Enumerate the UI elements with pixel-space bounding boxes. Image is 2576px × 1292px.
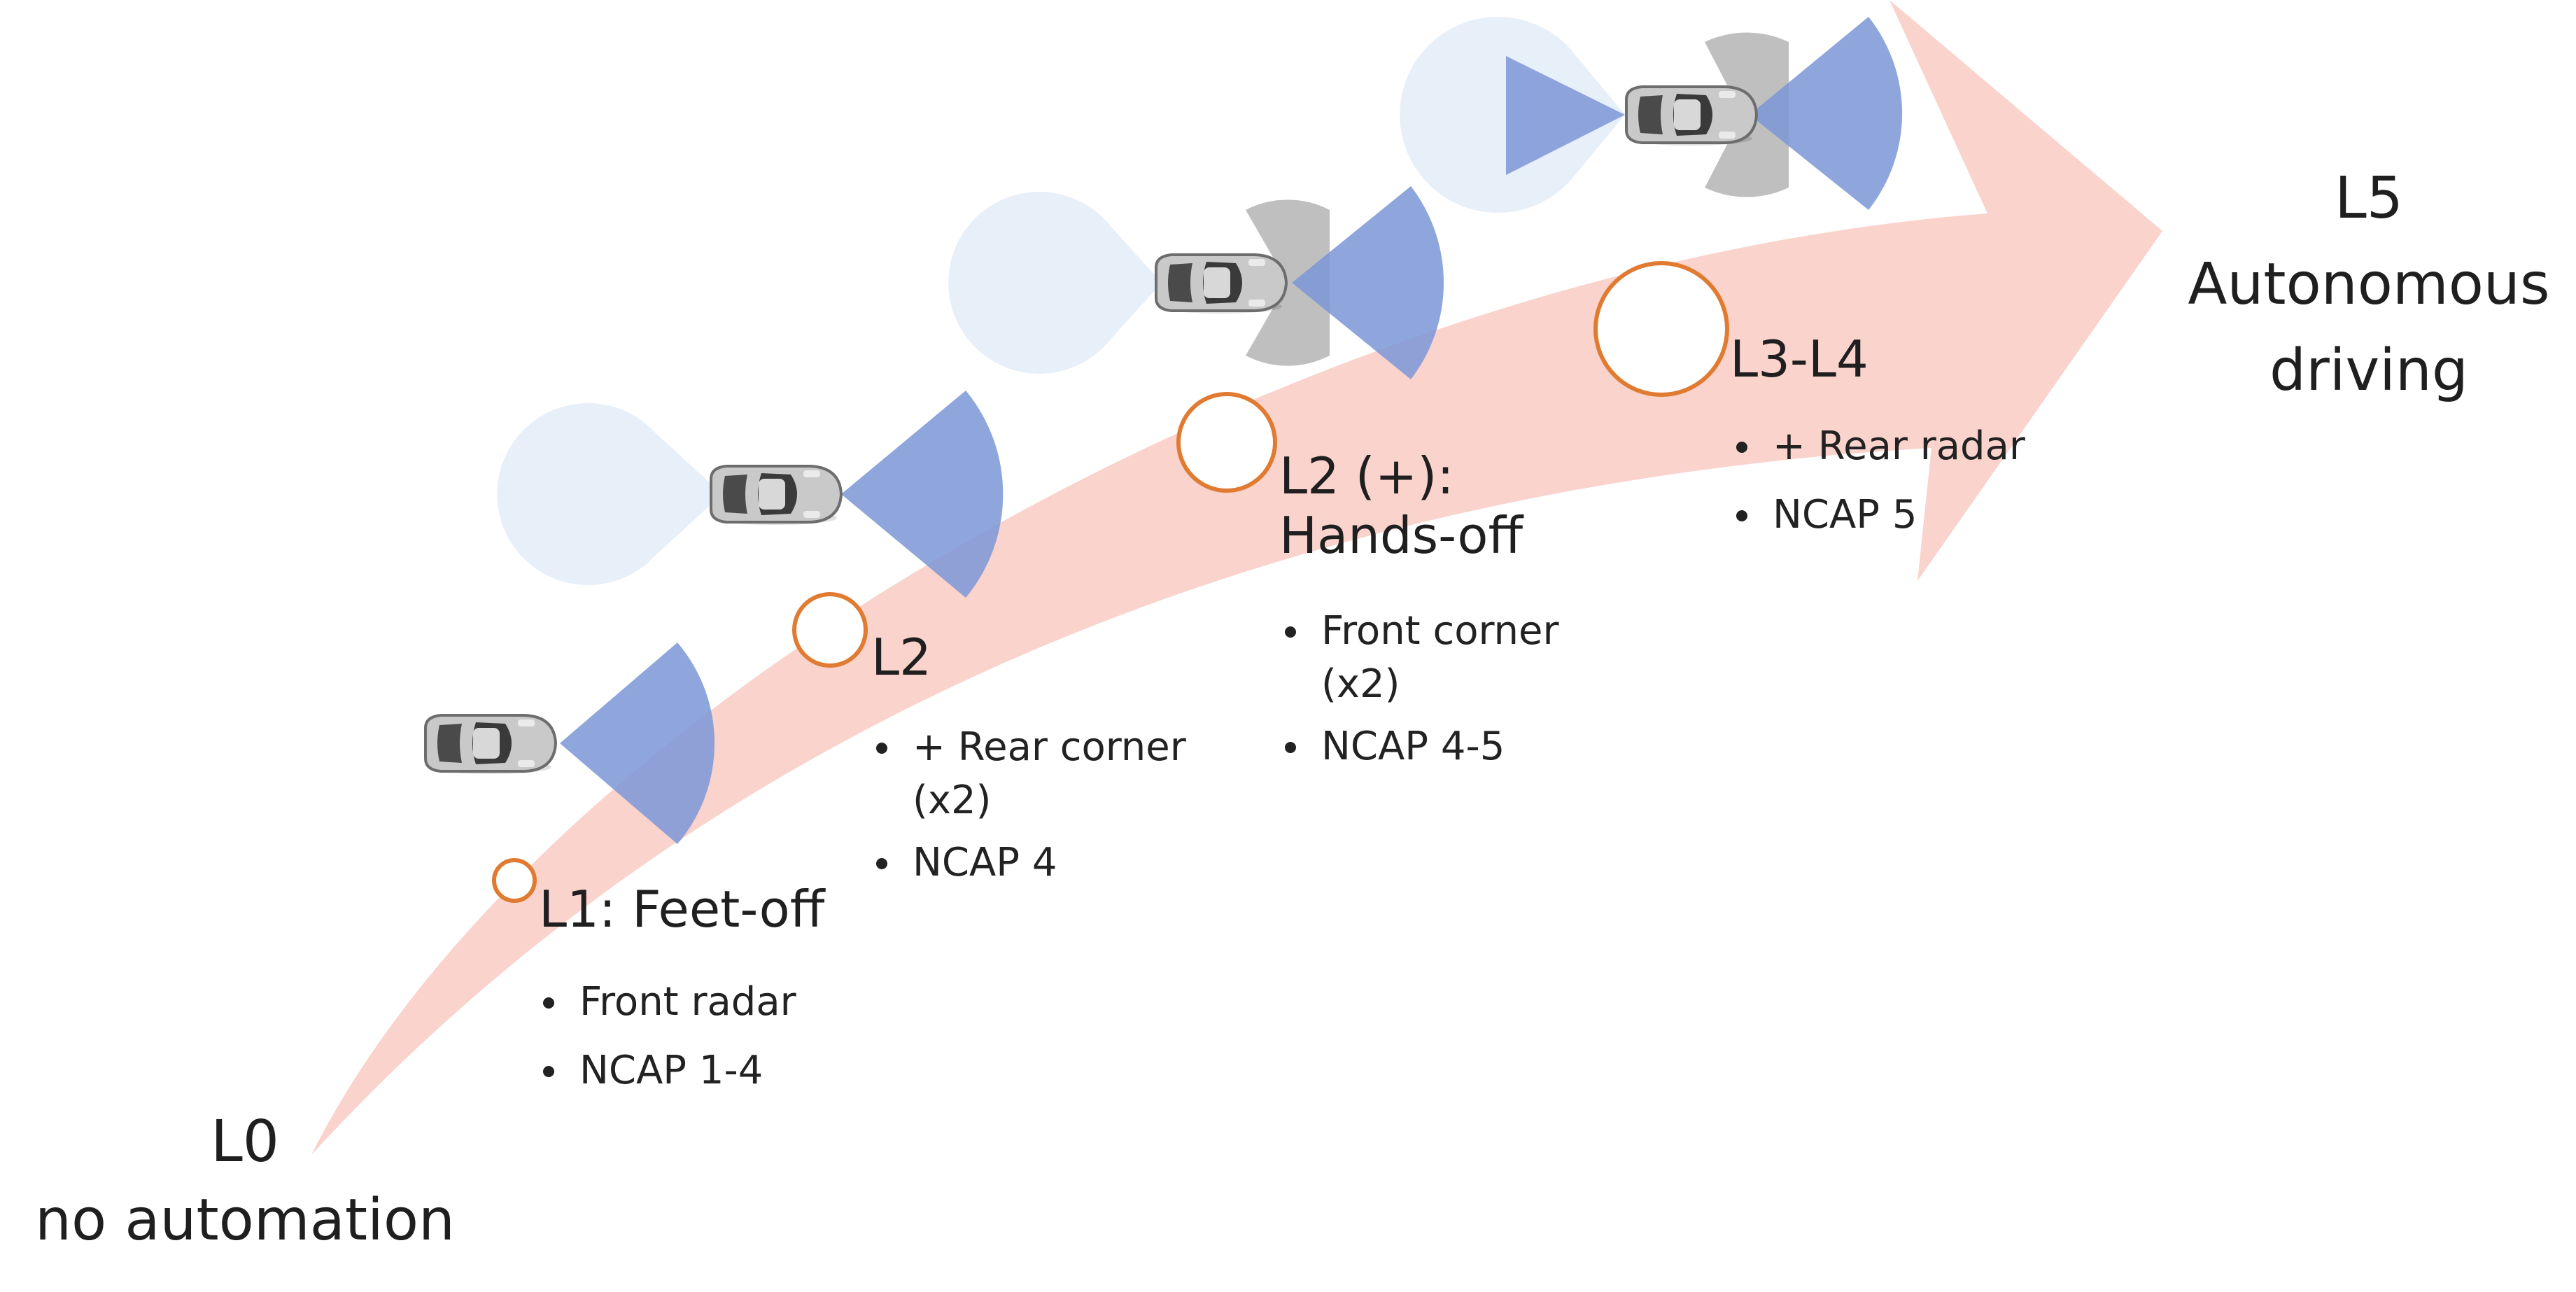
car-icon bbox=[710, 465, 843, 526]
stage-4-bullet: + Rear radar bbox=[1732, 420, 2025, 473]
stage-2-bullet-continued: (x2) bbox=[913, 777, 992, 823]
stage-3-title-line2: Hands-off bbox=[1279, 505, 1523, 565]
stage-1-title: L1: Feet-off bbox=[539, 880, 825, 939]
end-level-line1: Autonomous bbox=[2188, 251, 2550, 318]
maturity-circle-icon bbox=[492, 858, 537, 903]
radar-beam-icon bbox=[1292, 186, 1444, 379]
radar-beam-icon bbox=[1246, 199, 1330, 366]
stage-3-title-line1: L2 (+): bbox=[1279, 447, 1454, 505]
stage-3-bullet-continued: (x2) bbox=[1321, 661, 1400, 707]
stage-4-title: L3-L4 bbox=[1730, 330, 1868, 388]
car-icon bbox=[1155, 253, 1288, 315]
stage-4-bullets: + Rear radar NCAP 5 bbox=[1732, 420, 2025, 556]
end-level-line2: driving bbox=[2269, 337, 2468, 404]
stage-2-title: L2 bbox=[871, 628, 931, 687]
radar-beam-icon bbox=[1750, 17, 1903, 210]
stage-3-bullets: Front corner (x2) NCAP 4-5 bbox=[1281, 605, 1559, 789]
stage-3-bullet: NCAP 4-5 bbox=[1281, 720, 1559, 773]
car-stage-2 bbox=[497, 391, 1004, 598]
stage-2-bullet: + Rear corner bbox=[872, 721, 1186, 774]
stage-3-bullet: Front corner bbox=[1281, 605, 1559, 658]
radar-beam-icon bbox=[497, 403, 722, 585]
stage-2-bullet: NCAP 4 bbox=[872, 836, 1186, 890]
car-stage-1 bbox=[424, 643, 715, 844]
start-level-label: no automation bbox=[35, 1187, 455, 1254]
maturity-circle-icon bbox=[1593, 261, 1729, 397]
car-icon bbox=[424, 714, 557, 775]
car-stage-3 bbox=[948, 186, 1444, 379]
radar-beam-icon bbox=[560, 643, 715, 844]
radar-beam-icon bbox=[841, 391, 1004, 598]
maturity-circle-icon bbox=[792, 592, 868, 668]
end-level: L5 Autonomous driving bbox=[2134, 155, 2576, 414]
stage-3-title: L2 (+): Hands-off bbox=[1279, 447, 1523, 566]
stage-1-bullet: NCAP 1-4 bbox=[539, 1044, 796, 1097]
car-stage-4 bbox=[1400, 17, 1903, 213]
start-level: L0 no automation bbox=[0, 1109, 490, 1254]
end-level-code: L5 bbox=[2335, 165, 2403, 232]
radar-beam-icon bbox=[1506, 56, 1625, 175]
stage-2-bullets: + Rear corner (x2) NCAP 4 bbox=[872, 721, 1186, 905]
radar-beam-icon bbox=[948, 192, 1162, 374]
stage-1-bullet: Front radar bbox=[539, 976, 796, 1029]
car-icon bbox=[1625, 85, 1758, 147]
stage-4-bullet: NCAP 5 bbox=[1732, 489, 2025, 542]
stage-1-bullets: Front radar NCAP 1-4 bbox=[539, 976, 796, 1112]
maturity-circle-icon bbox=[1176, 392, 1277, 493]
start-level-code: L0 bbox=[211, 1109, 279, 1175]
